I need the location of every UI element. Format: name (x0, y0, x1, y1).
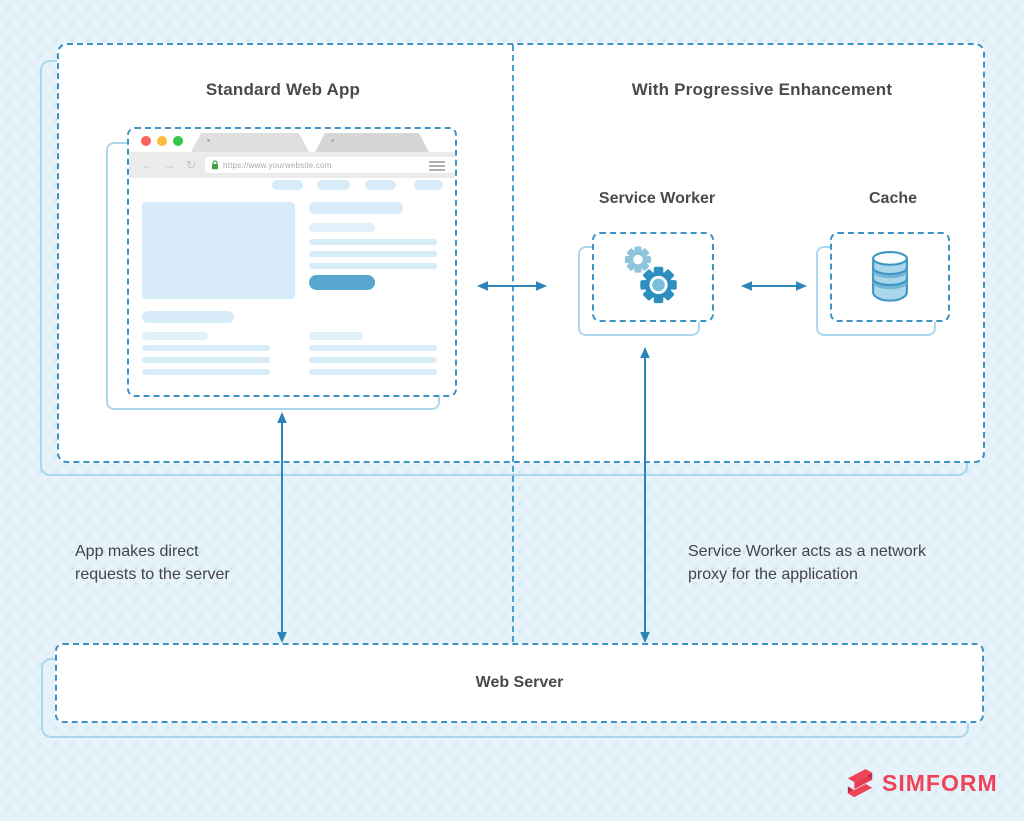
web-server-box: Web Server (55, 643, 984, 723)
nav-pill-placeholder (365, 180, 396, 190)
subheading-placeholder (309, 332, 363, 340)
subheading-placeholder (309, 223, 375, 232)
text-line-placeholder (142, 357, 270, 363)
browser-toolbar: ← → ↻ https://www.yourwebsite.com (129, 152, 455, 178)
simform-logo: SIMFORM (845, 768, 998, 798)
subheading-placeholder (142, 332, 208, 340)
lock-icon (212, 160, 218, 170)
url-text: https://www.yourwebsite.com (223, 160, 332, 170)
text-line-placeholder (142, 369, 270, 375)
right-annotation-line1: Service Worker acts as a network (688, 543, 927, 560)
nav-pill-placeholder (272, 180, 303, 190)
browser-window: ← → ↻ https://www.yourwebsite.com (127, 127, 457, 397)
traffic-light-yellow-icon (157, 136, 167, 146)
arrow-app-webserver (277, 412, 287, 643)
left-annotation: App makes direct requests to the server (75, 540, 230, 586)
simform-logo-icon (847, 768, 873, 798)
nav-pill-placeholder (317, 180, 350, 190)
text-line-placeholder (309, 263, 437, 269)
right-panel-title: With Progressive Enhancement (631, 80, 893, 99)
text-line-placeholder (309, 239, 437, 245)
browser-tab (191, 133, 309, 152)
favicon-dot-icon (331, 139, 334, 142)
right-annotation-line2: proxy for the application (688, 566, 858, 584)
service-worker-label: Service Worker (598, 190, 716, 207)
traffic-light-red-icon (141, 136, 151, 146)
text-line-placeholder (309, 357, 437, 363)
text-line-placeholder (309, 369, 437, 375)
left-panel-title: Standard Web App (205, 80, 361, 99)
cache-label: Cache (868, 190, 918, 207)
browser-tab (315, 133, 429, 152)
back-icon: ← (141, 158, 153, 172)
database-icon (872, 251, 908, 302)
left-annotation-line2: requests to the server (75, 566, 230, 584)
right-annotation: Service Worker acts as a network proxy f… (688, 540, 926, 586)
hero-image-placeholder (142, 202, 295, 299)
service-worker-box (592, 232, 714, 322)
simform-wordmark: SIMFORM (882, 769, 998, 796)
browser-titlebar (129, 129, 455, 152)
refresh-icon: ↻ (186, 158, 197, 172)
heading-placeholder (142, 311, 234, 323)
left-annotation-line1: App makes direct (75, 543, 199, 560)
arrow-serviceworker-webserver (640, 347, 650, 643)
web-server-label: Web Server (475, 674, 564, 691)
traffic-light-green-icon (173, 136, 183, 146)
menu-icon (429, 161, 445, 173)
arrow-browser-serviceworker (477, 281, 547, 291)
text-line-placeholder (309, 345, 437, 351)
cta-button-placeholder (309, 275, 375, 290)
forward-icon: → (163, 158, 175, 172)
text-line-placeholder (309, 251, 437, 257)
gears-icon (624, 246, 677, 304)
text-line-placeholder (142, 345, 270, 351)
arrow-serviceworker-cache (741, 281, 807, 291)
favicon-dot-icon (207, 139, 210, 142)
panel-divider (512, 45, 514, 642)
heading-placeholder (309, 202, 403, 214)
address-bar: https://www.yourwebsite.com (205, 157, 455, 173)
cache-box (830, 232, 950, 322)
nav-pill-placeholder (414, 180, 443, 190)
